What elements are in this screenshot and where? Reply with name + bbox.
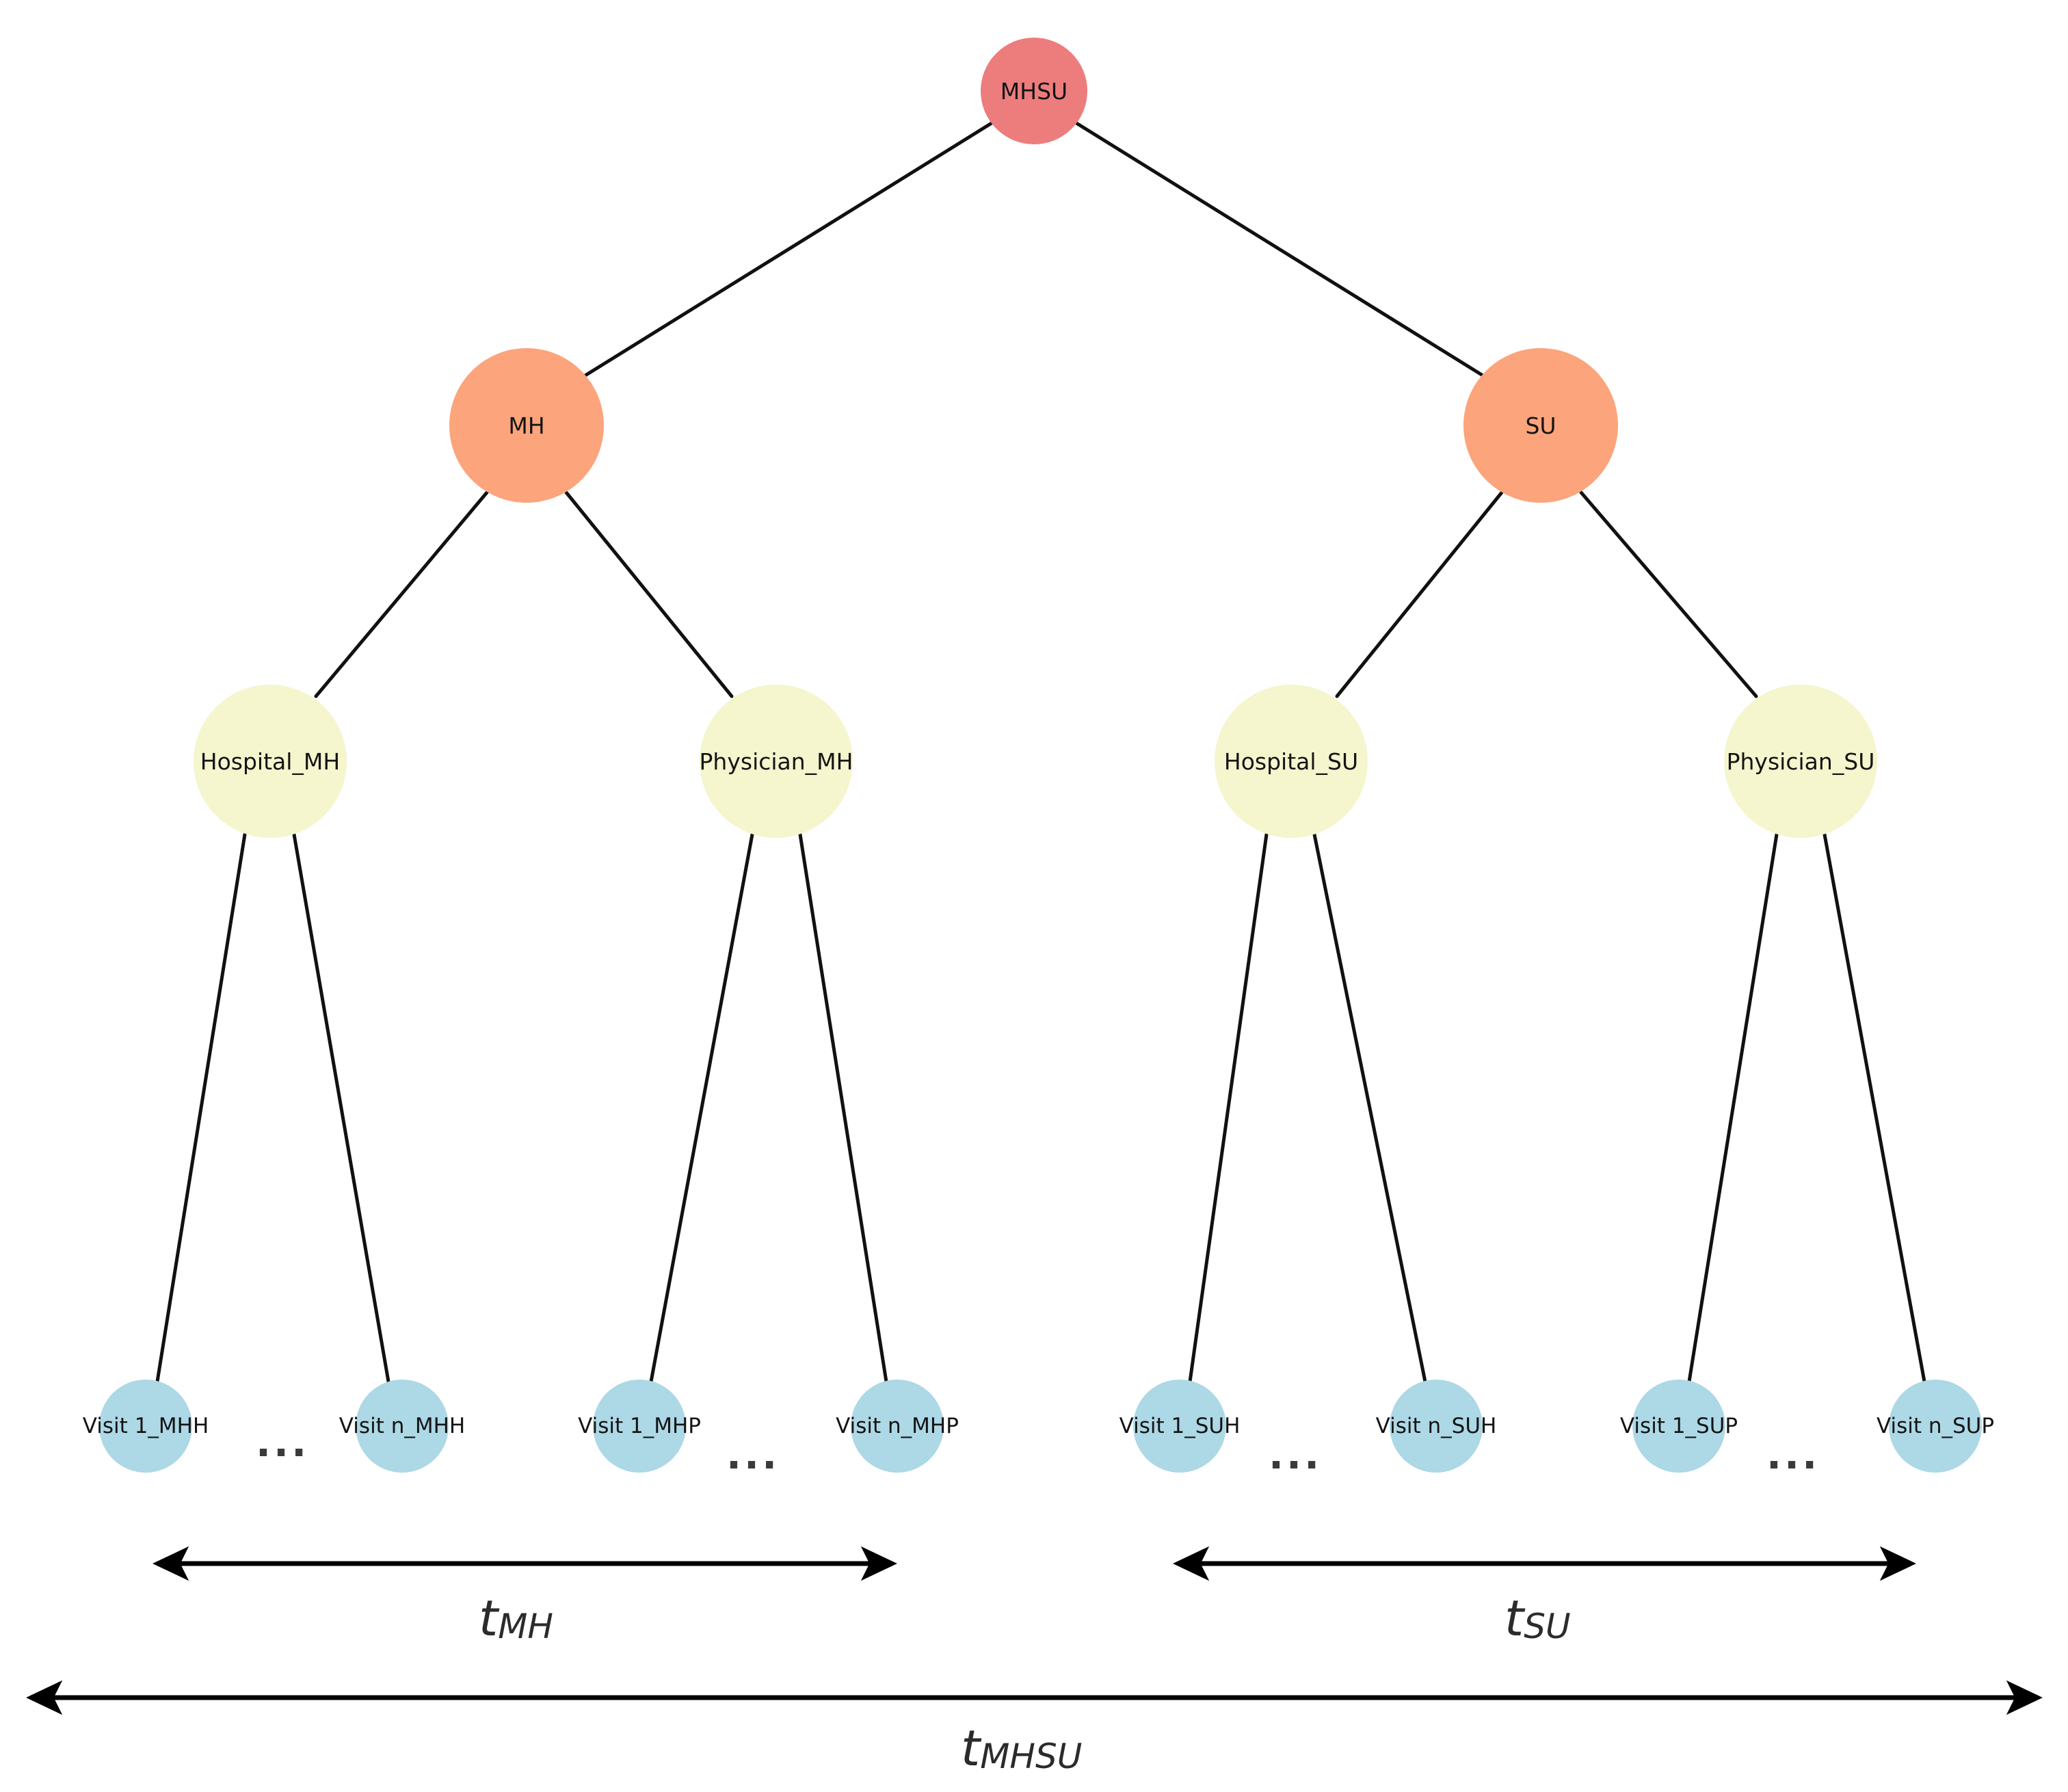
node-visit-1-suh-label: Visit 1_SUH (1119, 1413, 1241, 1438)
edge-hospital-su-visit-n (1312, 832, 1427, 1384)
span-label-tmh: tMH (479, 1594, 553, 1644)
node-mhsu-label: MHSU (1000, 77, 1068, 105)
edge-physician-su-visit-1 (1687, 832, 1779, 1384)
node-visit-n-sup-label: Visit n_SUP (1876, 1413, 1995, 1438)
edge-mhsu-mh (571, 121, 994, 385)
node-physician-mh-label: Physician_MH (699, 748, 853, 775)
span-label-tmhsu-sub: MHSU (980, 1737, 1083, 1777)
node-visit-1-mhh-label: Visit 1_MHH (82, 1413, 209, 1438)
edge-mh-physician-mh (564, 490, 734, 698)
node-visit-1-suh[interactable]: Visit 1_SUH (1119, 1380, 1240, 1473)
node-physician-su[interactable]: Physician_SU (1724, 685, 1877, 838)
node-hospital-mh-label: Hospital_MH (200, 748, 341, 775)
node-visit-1-mhp-label: Visit 1_MHP (578, 1413, 701, 1438)
node-visit-n-suh[interactable]: Visit n_SUH (1376, 1380, 1496, 1473)
span-label-tmhsu: tMHSU (961, 1724, 1082, 1774)
node-mh[interactable]: MH (449, 348, 604, 503)
edge-mhsu-su (1074, 121, 1497, 385)
edge-physician-mh-visit-1 (649, 832, 754, 1384)
span-label-tsu-base: t (1504, 1590, 1524, 1647)
node-mh-label: MH (508, 412, 545, 439)
node-visit-n-mhh-label: Visit n_MHH (339, 1413, 466, 1438)
edge-su-physician-su (1579, 490, 1758, 698)
node-visit-n-mhh[interactable]: Visit n_MHH (339, 1380, 465, 1473)
node-visit-n-mhp-label: Visit n_MHP (836, 1413, 959, 1438)
node-visit-1-sup[interactable]: Visit 1_SUP (1620, 1380, 1738, 1473)
node-physician-su-label: Physician_SU (1726, 748, 1875, 775)
edge-hospital-mh-visit-n (292, 832, 390, 1384)
edge-hospital-mh-visit-1 (155, 832, 247, 1384)
node-visit-1-sup-label: Visit 1_SUP (1619, 1413, 1738, 1438)
node-visit-n-mhp[interactable]: Visit n_MHP (836, 1380, 959, 1473)
span-label-tmhsu-base: t (961, 1719, 981, 1777)
node-hospital-mh[interactable]: Hospital_MH (194, 685, 347, 838)
edge-physician-su-visit-n (1822, 832, 1926, 1384)
node-visit-1-mhh[interactable]: Visit 1_MHH (83, 1380, 209, 1473)
node-visit-1-mhp[interactable]: Visit 1_MHP (578, 1380, 701, 1473)
edge-physician-mh-visit-n (798, 832, 888, 1384)
node-physician-mh[interactable]: Physician_MH (700, 685, 853, 838)
node-su-label: SU (1525, 412, 1556, 439)
node-visit-n-suh-label: Visit n_SUH (1375, 1413, 1497, 1438)
node-su[interactable]: SU (1463, 348, 1618, 503)
node-hospital-su-label: Hospital_SU (1223, 748, 1359, 775)
span-label-tsu: tSU (1504, 1594, 1571, 1644)
ellipsis-suh: ... (1269, 1432, 1323, 1478)
span-label-tmh-sub: MH (498, 1607, 553, 1647)
node-mhsu[interactable]: MHSU (981, 38, 1087, 144)
edge-mh-hospital-mh (314, 490, 489, 698)
node-hospital-su[interactable]: Hospital_SU (1215, 685, 1368, 838)
span-label-tsu-sub: SU (1524, 1607, 1571, 1647)
ellipsis-sup: ... (1766, 1432, 1820, 1478)
edge-hospital-su-visit-1 (1188, 832, 1269, 1384)
span-label-tmh-base: t (479, 1590, 499, 1647)
edge-su-hospital-su (1335, 490, 1504, 698)
node-visit-n-sup[interactable]: Visit n_SUP (1877, 1380, 1994, 1473)
ellipsis-mhp: ... (726, 1432, 780, 1478)
ellipsis-mhh: ... (256, 1419, 310, 1466)
